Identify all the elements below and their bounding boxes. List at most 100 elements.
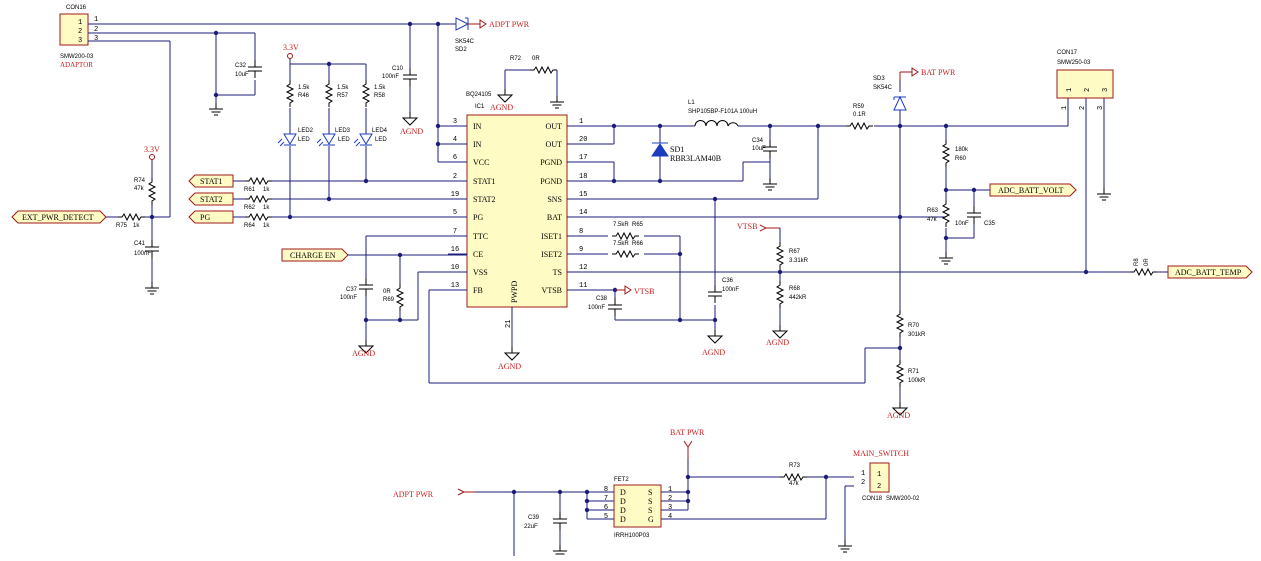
r63-ref: R63 <box>927 208 939 214</box>
c36-val: 100nF <box>722 287 739 293</box>
port-ext-pwr-detect: EXT_PWR_DETECT <box>11 210 107 224</box>
led-led3: LED3 LED <box>316 128 351 147</box>
resistor-r60: 180k R60 <box>942 139 969 168</box>
port-stat1: STAT1 <box>188 174 234 188</box>
led3-ref: LED3 <box>335 128 351 134</box>
c37-ref: C37 <box>346 287 358 293</box>
charge-en-label: CHARGE EN <box>290 251 336 260</box>
pg-label: PG <box>200 213 210 222</box>
r59-ref: R59 <box>853 104 865 110</box>
con16-part: SMW200-03 <box>60 54 94 60</box>
fet2-pin-number: 7 <box>604 495 608 503</box>
ic1-right-pins: 1OUT20OUT17PGND18PGND15SNS14BAT8ISET19IS… <box>540 118 587 295</box>
ic1-pin-number: 9 <box>579 246 583 254</box>
con17-pin1-num: 1 <box>1061 106 1069 110</box>
capacitor-c38: C38 100nF <box>588 296 623 317</box>
con16-pin1-num: 1 <box>94 16 98 24</box>
ic1-pin-number: 8 <box>579 228 583 236</box>
con16-adaptor-connector: CON16 1 2 3 1 2 3 SMW200-03 ADAPTOR <box>59 5 98 69</box>
r74-ref: R74 <box>134 178 146 184</box>
r72-val: 0R <box>532 56 540 62</box>
r58-val: 1.5k <box>374 85 386 91</box>
ic1-pin-number: 1 <box>579 118 583 126</box>
fet2-pin-name: S <box>648 497 652 506</box>
r58-ref: R58 <box>374 93 386 99</box>
r65-val: 7.5kR <box>613 222 629 228</box>
fet2-pin-number: 8 <box>604 486 608 494</box>
fet2-part: IRRH100P03 <box>614 533 650 539</box>
r62-val: 1k <box>263 205 270 211</box>
agnd-label-r72: AGND <box>490 103 513 112</box>
c34-ref: C34 <box>752 138 764 144</box>
con17-pin3-num: 3 <box>1097 106 1105 110</box>
resistor-r59: R59 0.1R <box>845 104 874 130</box>
c39-ref: C39 <box>528 515 540 521</box>
ic1-pin-name: ISET2 <box>541 250 562 259</box>
led-led4: LED4 LED <box>353 128 388 147</box>
fet2-pin-number: 4 <box>668 513 672 521</box>
ic1-pin-name: CE <box>473 250 483 259</box>
resistor-r57: 1.5k R57 <box>325 79 349 108</box>
agnd-label-r68: AGND <box>766 338 789 347</box>
ic1-pin-name: IN <box>473 122 482 131</box>
r73-val: 47k <box>789 481 800 487</box>
resistor-r65: 7.5kR R65 <box>611 222 644 240</box>
resistor-r64: R64 1k <box>244 213 273 229</box>
agnd-label-ic1: AGND <box>498 362 521 371</box>
v33-label-ext: 3.3V <box>144 145 160 154</box>
main-switch-connector: MAIN_SWITCH 1 2 1 2 CON18 SMW200-02 <box>853 449 920 502</box>
r61-ref: R61 <box>244 187 256 193</box>
con16-label: ADAPTOR <box>60 61 93 69</box>
r57-val: 1.5k <box>337 85 349 91</box>
r75-ref: R75 <box>116 223 128 229</box>
ic1-pin-name: IN <box>473 140 482 149</box>
resistor-r68: R68 442kR <box>776 280 807 309</box>
agnd-label-r71: AGND <box>887 411 910 420</box>
ic1-pin-number: 17 <box>579 154 587 162</box>
r60-ref: R60 <box>955 156 967 162</box>
r68-ref: R68 <box>789 286 801 292</box>
fet2-pin-name: G <box>648 515 654 524</box>
ic1-pin-number: 5 <box>453 209 457 217</box>
ic1-pin-name: VTSB <box>542 286 562 295</box>
sd3-part: SK54C <box>873 85 893 91</box>
c38-ref: C38 <box>596 296 608 302</box>
r71-ref: R71 <box>908 369 920 375</box>
ic1-pin-number: 12 <box>579 264 587 272</box>
ic1-pin-name: VCC <box>473 158 489 167</box>
vtsb-flag-divider: VTSB <box>737 222 780 232</box>
con17-pin2: 2 <box>1084 88 1092 92</box>
fet2-pin-number: 2 <box>668 495 672 503</box>
r61-val: 1k <box>263 187 270 193</box>
r66-val: 7.5kR <box>613 241 629 247</box>
r60-val: 180k <box>955 147 969 153</box>
stat1-label: STAT1 <box>200 177 222 186</box>
capacitor-c10: C10 100nF <box>382 66 418 87</box>
resistor-r70: R70 301kR <box>896 309 926 338</box>
r75-val: 1k <box>133 223 140 229</box>
agnd-label-c36: AGND <box>702 348 725 357</box>
vtsb-label-ic: VTSB <box>634 287 654 296</box>
ic1-pin-number: 3 <box>453 118 457 126</box>
port-charge-en: CHARGE EN <box>281 248 349 262</box>
r8-val: 0R <box>1144 258 1150 266</box>
ttc-ce-wires <box>348 235 865 384</box>
con17-connector: CON17 SMW250-03 1 2 3 1 2 3 <box>1056 50 1114 110</box>
status-wires <box>233 180 467 218</box>
ic1-pin-number: 11 <box>579 282 587 290</box>
r46-ref: R46 <box>298 93 310 99</box>
c35-val: 10nF <box>955 221 969 227</box>
bat-pwr-label-bottom: BAT PWR <box>670 428 705 437</box>
ext-detect-wires <box>106 160 170 282</box>
r73-ref: R73 <box>789 463 801 469</box>
main-switch-pin2: 2 <box>877 483 881 491</box>
vtsb-flag-ic: VTSB <box>615 285 654 296</box>
con16-pin3-num: 3 <box>94 35 98 43</box>
ic1-pin-name: FB <box>473 286 483 295</box>
ic1-pin-name: OUT <box>546 122 563 131</box>
capacitor-c35: 10nF C35 <box>955 205 996 227</box>
